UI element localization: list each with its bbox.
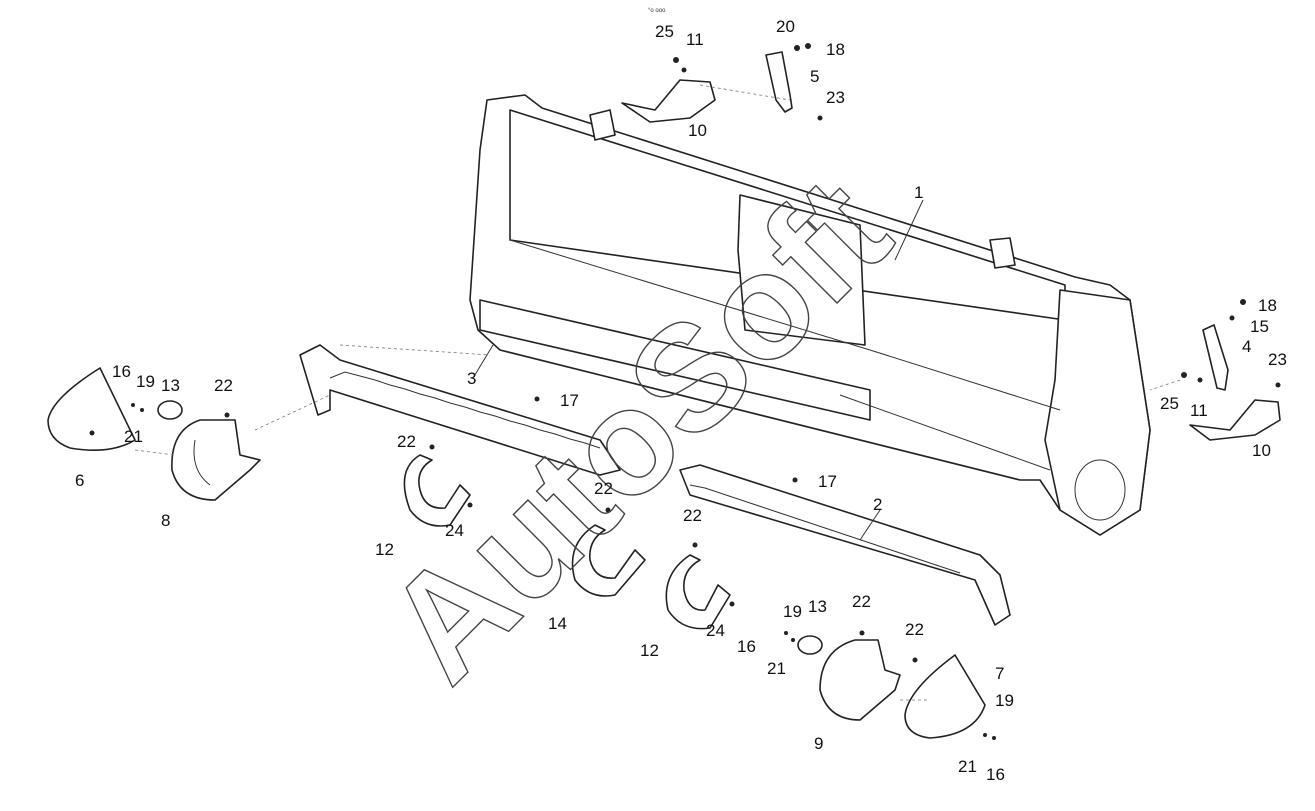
- label-23-right: 23: [1268, 350, 1287, 369]
- label-21-left: 21: [124, 427, 143, 446]
- label-15: 15: [1250, 317, 1269, 336]
- corner-mark: °o ooo: [648, 8, 666, 14]
- label-3: 3: [467, 369, 476, 388]
- label-2: 2: [873, 495, 882, 514]
- label-22-guard-left: 22: [397, 432, 416, 451]
- label-24-right: 24: [706, 621, 725, 640]
- label-18-top: 18: [826, 40, 845, 59]
- label-1: 1: [914, 183, 923, 202]
- bracket-10-right: [1189, 399, 1281, 441]
- label-11-top: 11: [686, 30, 704, 49]
- plate-4: [1202, 324, 1229, 391]
- label-19-mid: 19: [783, 602, 802, 621]
- label-12-right: 12: [640, 641, 659, 660]
- label-7: 7: [995, 664, 1004, 683]
- leader-lines: [134, 84, 1181, 701]
- fasteners: [131, 43, 1281, 740]
- label-25-right: 25: [1160, 394, 1179, 413]
- label-19-right: 19: [995, 691, 1014, 710]
- label-10-right: 10: [1252, 441, 1271, 460]
- shield-left: [171, 419, 261, 501]
- label-22-shield-right: 22: [852, 592, 871, 611]
- u-guard-12-left: [403, 454, 471, 527]
- main-frame: [469, 94, 1151, 536]
- u-guard-14: [571, 524, 646, 597]
- label-12-left: 12: [375, 540, 394, 559]
- u-guard-12-right: [665, 554, 731, 630]
- label-4: 4: [1242, 337, 1251, 356]
- bracket-10-top: [621, 79, 716, 123]
- seal-plate-right: [797, 635, 823, 655]
- label-22-guard-mid: 22: [594, 479, 613, 498]
- label-17-right: 17: [818, 472, 837, 491]
- label-21-right: 21: [958, 757, 977, 776]
- knife-bar-left: [299, 344, 621, 476]
- label-11-right: 11: [1190, 401, 1208, 420]
- label-24-left: 24: [445, 521, 464, 540]
- label-8: 8: [161, 511, 170, 530]
- label-19-left: 19: [136, 372, 155, 391]
- shield-right: [819, 639, 901, 721]
- part-labels: 25 11 20 18 5 23 10 1 18 15 4 23 25 11 1…: [75, 17, 1287, 784]
- label-23-top: 23: [826, 88, 845, 107]
- label-16-left: 16: [112, 362, 131, 381]
- label-10-top: 10: [688, 121, 707, 140]
- label-20: 20: [776, 17, 795, 36]
- cover-plate-right: [904, 654, 986, 739]
- label-22-guard-right: 22: [683, 506, 702, 525]
- label-13-right: 13: [808, 597, 827, 616]
- label-22-plate-right: 22: [905, 620, 924, 639]
- label-13-left: 13: [161, 376, 180, 395]
- label-16-right: 16: [986, 765, 1005, 784]
- plate-5: [765, 51, 793, 113]
- label-25-top: 25: [655, 22, 674, 41]
- label-9: 9: [814, 734, 823, 753]
- knife-bar-right: [679, 464, 1011, 626]
- label-6: 6: [75, 471, 84, 490]
- label-16-mid: 16: [737, 637, 756, 656]
- label-5: 5: [810, 67, 819, 86]
- label-14: 14: [548, 614, 567, 633]
- label-21-mid: 21: [767, 659, 786, 678]
- label-18-right: 18: [1258, 296, 1277, 315]
- label-17-left: 17: [560, 391, 579, 410]
- seal-plate-left: [157, 400, 183, 420]
- label-22-left: 22: [214, 376, 233, 395]
- cover-plate-left: [47, 367, 136, 452]
